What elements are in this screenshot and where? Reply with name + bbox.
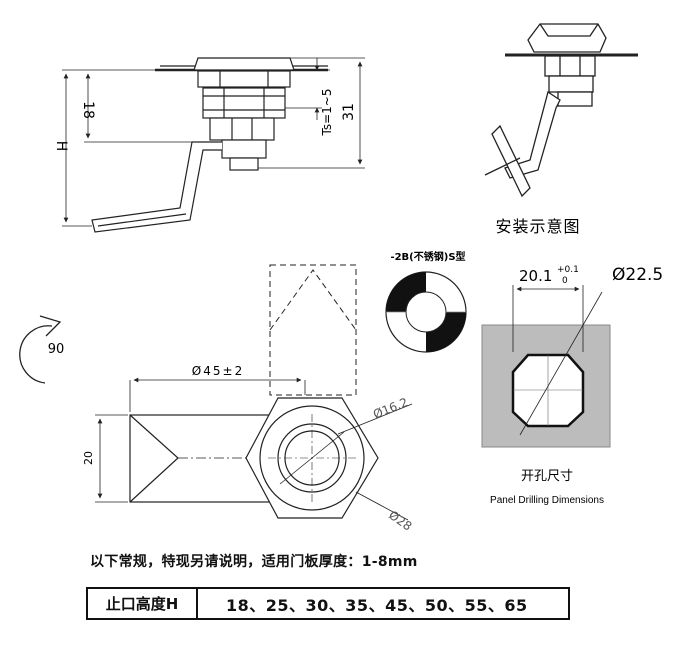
- dim-ts-label: Ts=1~5: [320, 89, 334, 137]
- cutout-flat-label: 20.1: [519, 267, 552, 285]
- dim-height-label: 20: [82, 451, 95, 465]
- cutout-caption-cn: 开孔尺寸: [521, 469, 573, 484]
- cutout-tol-lower: 0: [562, 276, 568, 286]
- cutout-dia-label: Ø22.5: [612, 265, 663, 285]
- cutout-tol-upper: +0.1: [557, 265, 579, 275]
- install-caption: 安装示意图: [495, 217, 580, 236]
- rotation-label: 90: [48, 342, 65, 357]
- height-table: 止口高度H 18、25、30、35、45、50、55、65: [86, 587, 570, 620]
- dim-width-label: Ø45±2: [192, 364, 244, 378]
- side-view: [62, 57, 365, 233]
- dim-31-label: 31: [341, 103, 357, 121]
- dim-18-label: 18: [80, 101, 96, 119]
- height-table-header: 止口高度H: [88, 589, 198, 618]
- s-type-icon: [385, 271, 467, 353]
- panel-cutout: [481, 285, 611, 448]
- front-view: [19, 264, 413, 521]
- dim-outer-label: Ø28: [386, 508, 414, 534]
- install-sketch: [484, 23, 638, 198]
- thickness-note: 以下常规，特现另请说明，适用门板厚度：1-8mm: [90, 554, 418, 570]
- dim-h-label: H: [53, 141, 69, 152]
- height-table-values: 18、25、30、35、45、50、55、65: [226, 595, 528, 615]
- s-type-label: -2B(不锈钢)S型: [390, 250, 465, 263]
- dim-inner-label: Ø16.2: [371, 395, 410, 422]
- cutout-caption-en: Panel Drilling Dimensions: [490, 495, 604, 506]
